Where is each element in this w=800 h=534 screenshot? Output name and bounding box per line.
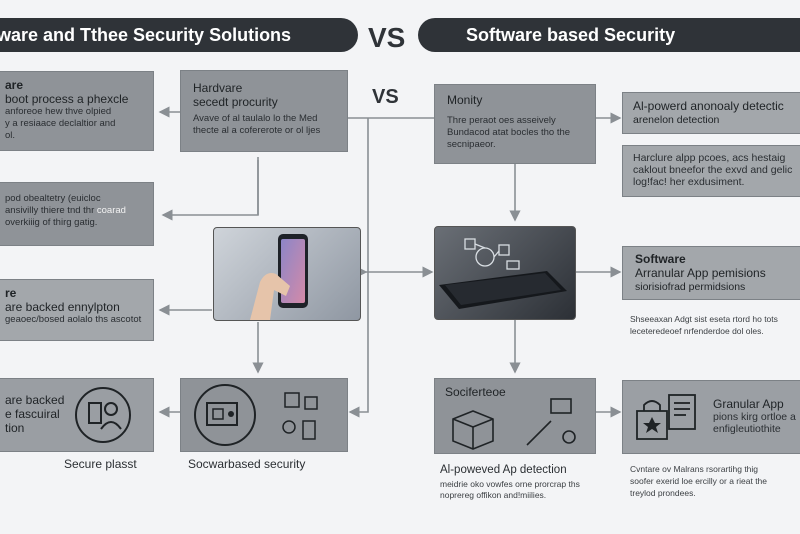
right-box-line: pions kirg ortloe a [713, 411, 796, 423]
security-device-icon [194, 384, 318, 446]
right-box-line: Arranular App pemisions [635, 266, 766, 280]
right-caption-line: Cvntare ov Malrans rsorartihg thig [630, 464, 759, 474]
secure-caption: Secure plasst [64, 457, 137, 471]
right-box-line: Granular App [713, 397, 784, 411]
vs-label-large: VS [368, 22, 406, 53]
right-box-line: arenelon detection [633, 114, 720, 126]
software-ops-box: Sociferteoe [434, 378, 596, 454]
hardware-security-box: Hardvare secedt procurity Avave of al ta… [180, 70, 348, 152]
right-caption-line: leceteredeoef nrfenderdoe dol oles. [630, 326, 764, 336]
left-box-secure-boot: are boot process a phexcle anforeoe hew … [0, 71, 154, 151]
left-box-integrity: pod obealtetry (euicloc ansivilly thiere… [0, 182, 154, 246]
cube-and-tool-icon [452, 398, 576, 450]
hardware-solutions-title: lware and Tthee Security Solutions [0, 18, 358, 52]
app-permission-icon [636, 394, 696, 440]
monity-line: secnipaeor. [447, 139, 496, 150]
ai-detection-caption-line: noprereg offikon and!miilies. [440, 490, 547, 500]
hardware-box-line: Avave of al taulalo lo the Med [193, 113, 318, 124]
right-box-line: Harclure alpp pcoes, acs hestaig [633, 152, 786, 164]
left-box-line: are backed ennylpton [5, 300, 120, 314]
right-box-hardware-apps: Harclure alpp pcoes, acs hestaig caklout… [622, 145, 800, 197]
phone-security-image [434, 226, 576, 320]
ai-detection-caption-title: Al-poweved Ap detection [440, 464, 567, 476]
software-security-title: Software based Security [418, 18, 800, 52]
highlight-word: coarad [96, 205, 126, 216]
hardware-title-text: lware and Tthee Security Solutions [0, 24, 292, 45]
software-ops-label: Sociferteoe [445, 385, 506, 399]
right-caption-line: Shseeaxan Adgt sist eseta rtord ho tots [630, 314, 778, 324]
monity-title: Monity [447, 93, 483, 107]
right-box-line: siorisiofrad permidsions [635, 281, 746, 293]
left-box-line: boot process a phexcle [5, 92, 129, 106]
software-based-caption: Socwarbased security [188, 457, 306, 471]
left-box-backed: are backed e fascuiral tion [0, 378, 154, 452]
phone-hand-image [213, 227, 361, 321]
vs-label-small: VS [372, 86, 399, 108]
right-box-title: Software [635, 252, 686, 266]
left-box-title: are backed [5, 393, 65, 407]
right-box-software-permissions: Software Arranular App pemisions siorisi… [622, 246, 800, 300]
left-box-line: y a resiaace declaltior and [5, 118, 116, 129]
left-box-line: anforeoe hew thve olpied [5, 106, 112, 117]
software-security-box [180, 378, 348, 452]
left-box-line: geaoec/bosed aolalo ths ascotot [5, 314, 142, 325]
left-box-title: re [5, 286, 17, 300]
monity-box: Monity Thre peraot oes asseively Bundaco… [434, 84, 596, 164]
left-box-line: ol. [5, 130, 16, 141]
right-caption-line: soofer exerid loe ercilly or a rieat the [630, 476, 768, 486]
monity-line: Thre peraot oes asseively [447, 115, 556, 126]
right-box-line: Al-powerd anonoaly detectic [633, 99, 784, 113]
left-box-line: ansivilly thiere tnd thr coarad [5, 205, 126, 216]
right-caption-line: treylod prondees. [630, 488, 696, 498]
left-box-encryption: re are backed ennylpton geaoec/bosed aol… [0, 279, 154, 341]
right-box-line: log!fac! her exdusiment. [633, 176, 745, 188]
right-box-granular-app: Granular App pions kirg ortloe a enfigle… [622, 380, 800, 454]
right-box-line: caklout bneefor the exvd and gelic [633, 164, 793, 176]
hardware-box-line: thecte al a cofererote or ol ljes [193, 125, 321, 136]
left-box-title: are [5, 78, 24, 92]
left-box-line: tion [5, 421, 25, 435]
right-box-anomaly: Al-powerd anonoaly detectic arenelon det… [622, 92, 800, 134]
hardware-box-subtitle: secedt procurity [193, 95, 278, 109]
right-box-line: enfigleutiothite [713, 423, 781, 435]
left-box-line: overkiiig of thirg gatig. [5, 217, 98, 228]
left-box-line: e fascuiral [5, 407, 60, 421]
secure-person-icon [75, 387, 131, 443]
ai-detection-caption-line: meidrie oko vowfes orne prorcrap ths [440, 479, 580, 489]
monity-line: Bundacod atat bocles tho the [447, 127, 571, 138]
hardware-box-title: Hardvare [193, 81, 243, 95]
left-box-line: pod obealtetry (euicloc [5, 193, 101, 204]
software-title-text: Software based Security [466, 24, 676, 45]
